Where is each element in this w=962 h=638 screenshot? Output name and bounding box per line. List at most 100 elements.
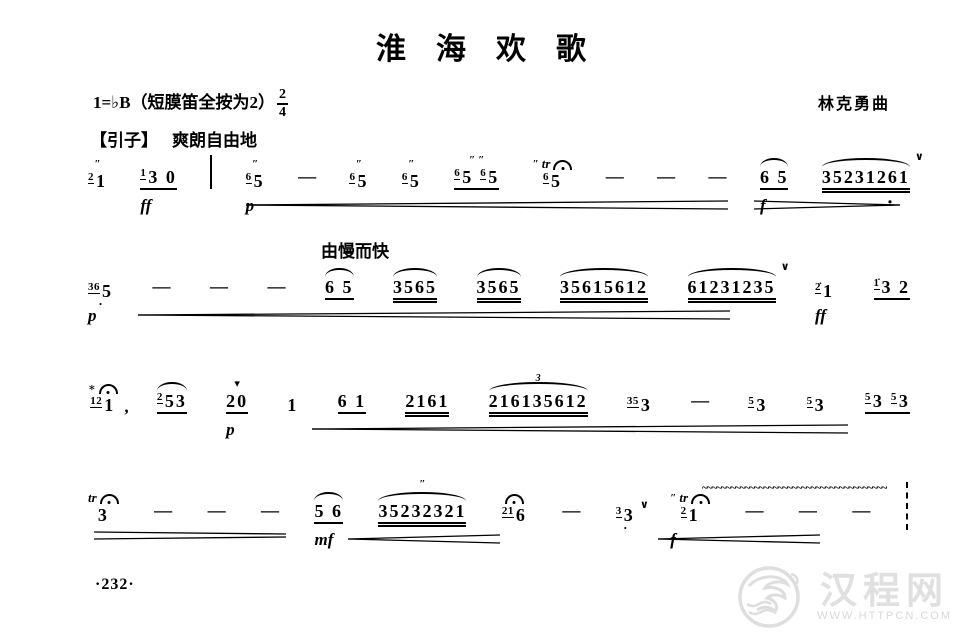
ornament-row: ″: [419, 479, 425, 490]
note-number: 6 1: [337, 391, 367, 411]
note-segment: —: [852, 501, 870, 519]
note-group: 216135612: [488, 392, 588, 417]
watermark: 汉程网 WWW.HTTPCN.COM: [735, 564, 952, 630]
note-segment: 35232321: [378, 502, 466, 520]
slur-label: 3: [535, 373, 541, 384]
note-number: 5: [409, 171, 421, 191]
rest-dash: —: [691, 391, 709, 409]
note-group: —: [208, 501, 226, 519]
note-group: 1: [287, 396, 298, 414]
note-number: 1: [688, 505, 700, 525]
note-number: 3565: [476, 277, 521, 297]
note-number: 3: [756, 395, 768, 415]
rest-dash: —: [261, 501, 279, 519]
note-number: 53: [164, 391, 187, 411]
barline: [210, 155, 213, 189]
composer-credit: 林克勇曲: [818, 96, 891, 113]
trill-icon: tr: [88, 490, 97, 505]
note-number: 3: [97, 505, 109, 525]
crescendo-hairpin: [246, 200, 728, 210]
note-token: 1: [287, 396, 298, 414]
ornament-row: ″: [408, 159, 414, 170]
note-number: 3565: [393, 277, 437, 297]
watermark-site-url: WWW.HTTPCN.COM: [817, 610, 952, 623]
note-token: 2161: [405, 392, 450, 417]
note-segment: 6 5: [760, 168, 789, 186]
note-segment: 35615612: [560, 278, 648, 296]
note-number: 35231261: [821, 167, 910, 187]
grace-notes: 1: [140, 167, 147, 180]
note-token: 35615612: [560, 268, 648, 303]
watermark-site-name: 汉程网: [820, 569, 950, 611]
flutter-mark-icon: ″: [252, 158, 259, 170]
crescendo-hairpin: [658, 534, 820, 544]
rest-dash: —: [657, 167, 675, 185]
tempo-marking: 爽朗自由地: [172, 131, 257, 150]
rest-dash: —: [709, 167, 727, 185]
grace-notes: 5: [864, 391, 871, 404]
note-group: 1̇3 2: [873, 277, 910, 300]
dynamic-marking: mf: [314, 530, 334, 549]
ornament-row: ∗: [88, 383, 118, 394]
note-group: —: [709, 167, 727, 185]
note-token: 6 1: [337, 391, 367, 414]
dragon-circle-logo-icon: [738, 566, 800, 628]
note-number: 216135612: [488, 391, 588, 411]
note-number: 6 5: [759, 167, 789, 187]
note-group: 3565: [393, 277, 437, 303]
note-group: —: [298, 167, 316, 185]
grace-notes: 12: [90, 395, 103, 408]
note-group: 35232321: [378, 502, 467, 527]
fermata-icon: [553, 160, 573, 170]
note-group: 20: [226, 392, 249, 414]
fermata-icon: [504, 494, 524, 504]
grace-notes: 36: [88, 281, 100, 294]
note-number: 5: [102, 281, 113, 301]
ornament-row: ″: [356, 159, 362, 170]
note-segment: —: [208, 501, 226, 519]
note-number: 3 2: [881, 277, 910, 297]
note-segment: 216135612: [489, 392, 588, 410]
grace-notes: 6: [454, 167, 461, 180]
note-group: 2161: [405, 392, 450, 417]
note-group: 3565: [476, 278, 521, 303]
breath-mark: ,: [124, 397, 129, 416]
grace-notes: 1̇: [873, 277, 880, 290]
note-number: —: [691, 390, 710, 410]
note-number: 1: [287, 395, 299, 415]
note-segment: 3565: [477, 278, 521, 296]
grace-notes: 6: [349, 171, 356, 184]
page-title: 淮海欢歌: [376, 33, 616, 66]
section-bracket-label: 【引子】: [90, 131, 158, 150]
flutter-mark-icon: ″: [532, 158, 539, 170]
grace-notes: 2̇: [815, 281, 821, 294]
note-number: 5: [551, 171, 562, 191]
note-number: 3: [872, 391, 884, 411]
rest-dash: —: [153, 277, 171, 295]
note-segment: 35231261: [822, 168, 910, 186]
slide-mark-icon: ″: [94, 158, 101, 170]
note-segment: —: [606, 167, 624, 185]
flutter-mark-icon: ″: [469, 154, 476, 166]
